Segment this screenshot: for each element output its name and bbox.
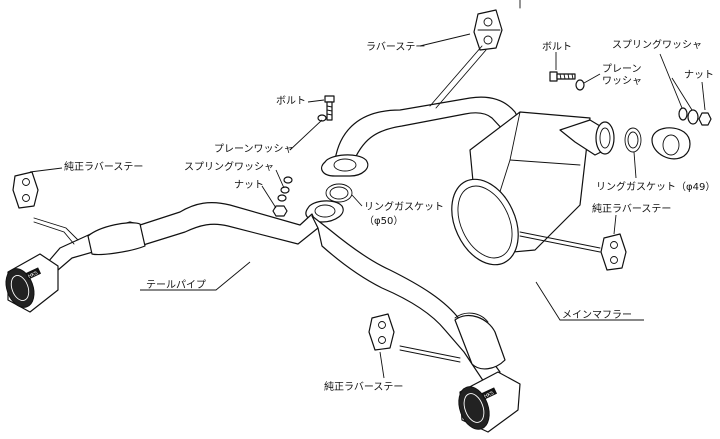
label-spring-washer-right: スプリングワッシャ (612, 38, 702, 51)
left-hanger-rod (33, 217, 79, 241)
upper-hanger-rod (429, 45, 483, 107)
leader-genuine-rubber-stay-left (29, 167, 63, 173)
center-flange (321, 154, 369, 177)
spring-washer-center (280, 186, 290, 194)
leader-rubber-stay (419, 33, 471, 47)
left-tip-logo: HKS (27, 270, 39, 280)
label-nut-right: ナット (684, 69, 714, 81)
left-exhaust-tip: HKS (5, 253, 59, 313)
leader-tail-pipe (140, 261, 251, 291)
leader-ring-gasket-50 (351, 194, 363, 207)
leader-plain-washer-right (671, 77, 693, 111)
left-silencer (87, 222, 146, 256)
ring-gasket-49 (624, 127, 642, 153)
muffler-end-plate (451, 178, 519, 266)
plain-washer-center (283, 176, 293, 184)
plain-washer-right (687, 109, 699, 125)
label-main-muffler: メインマフラー (562, 309, 632, 321)
oval-flange-right (651, 127, 691, 160)
nut-center (272, 205, 288, 217)
label-ring-gasket-50-line1: リングガスケット (364, 200, 444, 213)
plain-washer-right-small (575, 79, 585, 91)
leader-spring-washer-center (275, 169, 285, 189)
genuine-rubber-stay-right (600, 233, 627, 271)
label-spring-washer-center: スプリングワッシャ (184, 160, 274, 173)
plain-washer-center-2 (277, 194, 287, 202)
bottom-hanger-rod (399, 345, 461, 359)
leader-spring-washer-right (659, 53, 683, 109)
label-plain-washer-center: プレーンワッシャ (214, 143, 294, 155)
label-bolt-center: ボルト (276, 95, 306, 107)
bottom-silencer (454, 315, 506, 370)
bottom-exhaust-tip: HKS (458, 371, 521, 433)
genuine-rubber-stay-left (12, 171, 39, 209)
leader-bolt-center (307, 99, 325, 103)
leader-nut-center (261, 185, 277, 209)
label-rubber-stay: ラバーステー (366, 41, 425, 53)
label-tail-pipe: テールパイプ (146, 279, 206, 291)
nut-right (698, 112, 712, 126)
ring-gasket-50 (325, 183, 353, 203)
muffler-inlet-flange (595, 121, 615, 155)
leader-main-muffler (535, 281, 644, 321)
label-plain-washer-right-2: ワッシャ (602, 76, 642, 87)
label-ring-gasket-49: リングガスケット（φ49） (596, 180, 715, 193)
leader-nut-right (701, 81, 706, 111)
label-genuine-rubber-stay-bottom: 純正ラバーステー (324, 380, 403, 393)
muffler-hanger-rod (519, 231, 601, 249)
leader-genuine-rubber-stay-right (613, 214, 617, 235)
spring-washer-right (678, 107, 688, 121)
label-plain-washer-right-1: プレーン (602, 63, 642, 75)
label-genuine-rubber-stay-right: 純正ラバーステー (592, 202, 671, 215)
leader-plain-washer-center (289, 119, 323, 151)
genuine-rubber-stay-bottom (368, 313, 395, 351)
label-nut-center: ナット (234, 179, 264, 191)
leader-plain-washer-right-small (583, 73, 601, 84)
label-ring-gasket-50-line2: （φ50） (364, 215, 403, 227)
label-bolt-right: ボルト (542, 41, 572, 53)
label-genuine-rubber-stay-left: 純正ラバーステー (64, 160, 143, 173)
bolt-right (549, 71, 576, 82)
plain-washer-center-top (317, 114, 327, 122)
leader-genuine-rubber-stay-bottom (379, 351, 385, 379)
leader-ring-gasket-49 (633, 151, 637, 179)
bottom-tip-logo: HKS (483, 390, 495, 400)
bolt-center (324, 95, 335, 121)
rubber-stay-top (473, 9, 503, 51)
